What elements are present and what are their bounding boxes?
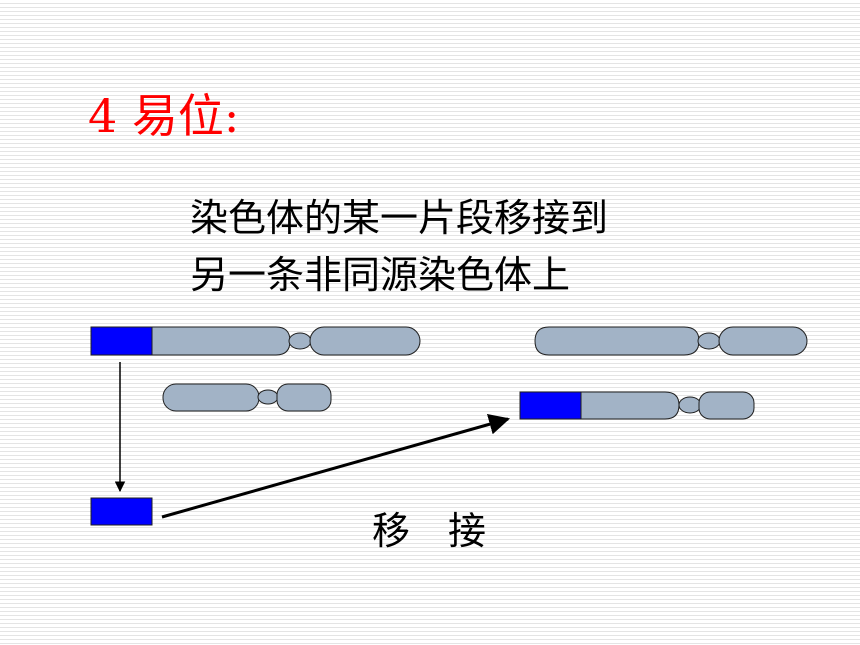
chromosome-small-original: [162, 383, 332, 412]
transfer-arrow: [161, 414, 511, 519]
chromosome-small-result-long-arm: [580, 391, 680, 420]
chromosome-large-result-long-arm: [534, 326, 700, 356]
chromosome-large-result-centromere: [697, 332, 721, 350]
chromosome-large-result: [534, 326, 808, 356]
chromosome-small-original-long-arm: [162, 383, 260, 412]
chromosome-small-original-short-arm: [276, 383, 332, 412]
chromosome-small-original-centromere: [257, 389, 279, 405]
chromosome-large-original: [90, 326, 421, 356]
definition-line-2: 另一条非同源染色体上: [190, 253, 571, 297]
translocation-diagram: [90, 326, 808, 526]
chromosome-large-original-short-arm: [309, 326, 421, 356]
translocated-segment-original: [90, 326, 153, 356]
chromosome-small-result-centromere: [678, 396, 702, 414]
chromosome-large-original-centromere: [288, 332, 312, 350]
process-label: 移 接: [372, 509, 487, 553]
translocated-segment-result: [519, 391, 582, 420]
detached-segment: [90, 497, 153, 526]
slide-title: 4 易位:: [88, 89, 240, 143]
definition-line-1: 染色体的某一片段移接到: [190, 196, 609, 240]
chromosome-large-original-long-arm: [151, 326, 291, 356]
definition-text: 染色体的某一片段移接到 另一条非同源染色体上: [190, 190, 608, 304]
chromosome-small-result: [519, 391, 755, 420]
chromosome-large-result-short-arm: [718, 326, 808, 356]
chromosome-small-result-short-arm: [698, 391, 755, 420]
